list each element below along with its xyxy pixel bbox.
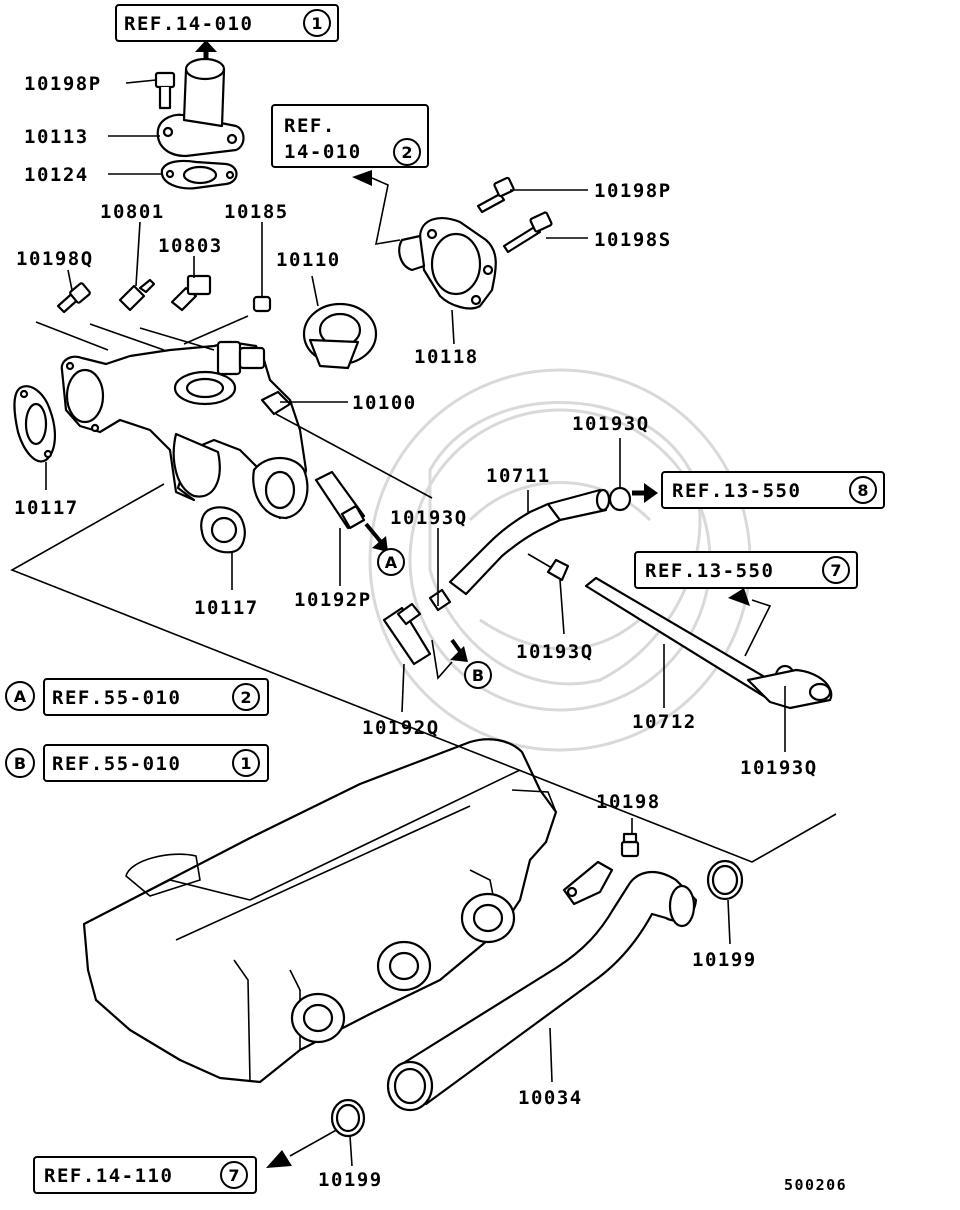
- fitting-10192Q: [382, 602, 432, 666]
- hose-clip-10193Q-top: [608, 486, 632, 512]
- svg-text:1: 1: [311, 14, 322, 33]
- water-outlet-fitting-10113: [156, 57, 245, 158]
- ref-box-55-010-2[interactable]: A REF.55-010 2: [5, 678, 269, 716]
- svg-text:B: B: [14, 754, 26, 773]
- label-10185: 10185: [224, 201, 289, 223]
- circle-number-8-icon: [849, 476, 877, 504]
- ref-box-55-010-1[interactable]: B REF.55-010 1: [5, 744, 269, 782]
- label-10192P: 10192P: [294, 589, 372, 611]
- o-ring-10199-right: [706, 859, 744, 901]
- gasket-10117-left: [13, 385, 56, 463]
- cylinder-head: [82, 738, 558, 1084]
- label-10113: 10113: [24, 126, 89, 148]
- marker-a-icon: [5, 681, 35, 711]
- o-ring-10199-bottom: [330, 1098, 366, 1138]
- label-10124: 10124: [24, 164, 89, 186]
- svg-text:REF.14-010: REF.14-010: [124, 13, 253, 35]
- circle-number-7-icon: [220, 1161, 248, 1189]
- label-10801: 10801: [100, 201, 165, 223]
- label-10192Q: 10192Q: [362, 717, 440, 739]
- label-10193Q-top: 10193Q: [572, 413, 650, 435]
- svg-text:A: A: [385, 553, 398, 572]
- circle-number-1-icon: [303, 9, 331, 37]
- water-housing-10100: [60, 340, 309, 520]
- svg-text:B: B: [472, 666, 484, 685]
- svg-text:REF.55-010: REF.55-010: [52, 753, 181, 775]
- svg-text:REF.13-550: REF.13-550: [645, 560, 774, 582]
- ref-box-14-010-2[interactable]: REF. 14-010 2: [271, 104, 429, 168]
- ref-box-14-010-1[interactable]: REF.14-010 1: [115, 4, 339, 42]
- svg-text:1: 1: [240, 754, 251, 773]
- sensor-10803: [170, 274, 212, 312]
- label-10198Q: 10198Q: [16, 248, 94, 270]
- svg-text:7: 7: [228, 1166, 239, 1185]
- label-10803: 10803: [158, 235, 223, 257]
- bolt-10198P: [154, 71, 176, 110]
- circle-number-2-icon: [232, 683, 260, 711]
- label-10118: 10118: [414, 346, 479, 368]
- label-10199-bottom: 10199: [318, 1169, 383, 1191]
- label-10117-left: 10117: [14, 497, 79, 519]
- ref-box-13-550-7[interactable]: REF.13-550 7: [634, 551, 858, 589]
- label-10198: 10198: [596, 791, 661, 813]
- svg-text:REF.14-110: REF.14-110: [44, 1165, 173, 1187]
- hose-clip-10193Q-b: [546, 558, 570, 582]
- bolt-10198: [620, 832, 640, 858]
- pipe-10712: [584, 576, 833, 710]
- label-10199-right: 10199: [692, 949, 757, 971]
- thermostat-cover-10118: [398, 217, 497, 310]
- circle-number-7-icon: [822, 556, 850, 584]
- label-leaders: [45, 79, 786, 1167]
- arrow-left-icon: [728, 588, 750, 606]
- label-10198P-right: 10198P: [594, 180, 672, 202]
- bolt-10198Q: [56, 282, 91, 314]
- label-10193Q-b: 10193Q: [516, 641, 594, 663]
- plug-10185: [252, 295, 272, 313]
- svg-text:7: 7: [830, 561, 841, 580]
- label-10711: 10711: [486, 465, 551, 487]
- assembly-lines: [10, 315, 837, 863]
- label-10193Q-c: 10193Q: [740, 757, 818, 779]
- label-10712: 10712: [632, 711, 697, 733]
- label-10193Q-a: 10193Q: [390, 507, 468, 529]
- svg-text:REF.: REF.: [284, 115, 336, 137]
- diagram-id: 500206: [784, 1176, 847, 1194]
- arrow-left-icon: [266, 1150, 292, 1168]
- arrow-right-icon: [644, 483, 658, 503]
- marker-b-icon: [5, 748, 35, 778]
- marker-b-circle: B: [464, 661, 492, 689]
- bolt-10198S: [502, 211, 553, 254]
- gasket-10117-mid: [200, 506, 246, 554]
- label-10110: 10110: [276, 249, 341, 271]
- label-10100: 10100: [352, 392, 417, 414]
- marker-a-circle: A: [377, 548, 405, 576]
- hose-10711: [448, 488, 611, 596]
- svg-text:8: 8: [857, 481, 868, 500]
- arrow-down-right-icon: [372, 536, 388, 552]
- svg-text:A: A: [14, 687, 27, 706]
- sensor-10801: [118, 278, 156, 312]
- svg-text:2: 2: [240, 688, 251, 707]
- circle-number-1-icon: [232, 749, 260, 777]
- svg-text:REF.55-010: REF.55-010: [52, 687, 181, 709]
- arrow-down-right-icon: [450, 646, 468, 662]
- ref-box-14-110-7[interactable]: REF.14-110 7: [33, 1156, 257, 1194]
- water-pipe-10034: [386, 860, 698, 1112]
- bolt-10198P-right: [476, 176, 515, 214]
- svg-text:REF.13-550: REF.13-550: [672, 480, 801, 502]
- ref-box-13-550-8[interactable]: REF.13-550 8: [661, 471, 885, 509]
- svg-text:2: 2: [401, 143, 412, 162]
- svg-text:14-010: 14-010: [284, 141, 362, 163]
- arrow-left-icon: [352, 170, 372, 186]
- thermostat-10110: [302, 302, 378, 370]
- label-10034: 10034: [518, 1087, 583, 1109]
- label-10198P: 10198P: [24, 73, 102, 95]
- label-10198S: 10198S: [594, 229, 672, 251]
- label-10117-mid: 10117: [194, 597, 259, 619]
- fitting-10192P: [314, 470, 366, 530]
- gasket-10124: [160, 159, 238, 190]
- circle-number-2-icon: [393, 138, 421, 166]
